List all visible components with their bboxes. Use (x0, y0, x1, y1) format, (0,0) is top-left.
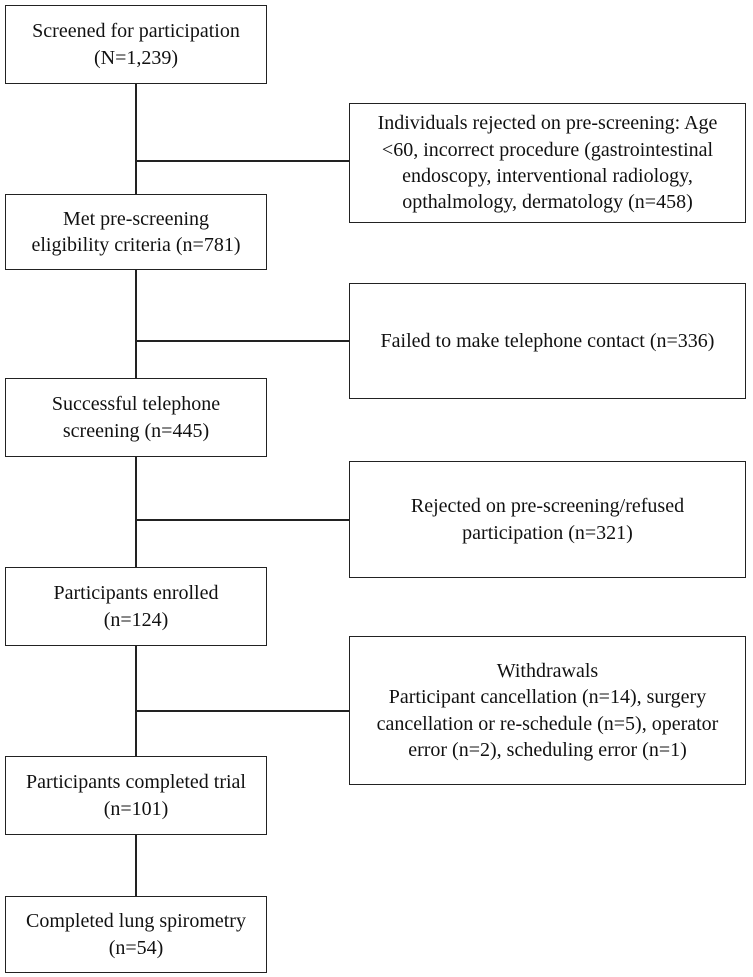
exclusion-line: Failed to make telephone contact (n=336) (380, 329, 715, 352)
connector-main-5 (135, 835, 137, 896)
flow-box-spirometry: Completed lung spirometry (n=54) (5, 896, 267, 973)
flow-box-line: (N=1,239) (93, 46, 179, 69)
connector-main-1 (135, 84, 137, 194)
flow-box-line: (n=124) (103, 608, 169, 631)
exclusion-line: participation (n=321) (462, 521, 633, 544)
exclusion-box-telephone-contact: Failed to make telephone contact (n=336) (349, 283, 746, 399)
flow-box-enrolled: Participants enrolled (n=124) (5, 567, 267, 646)
flow-box-line: screening (n=445) (62, 419, 210, 442)
connector-main-2 (135, 270, 137, 378)
flow-box-telephone-screening: Successful telephone screening (n=445) (5, 378, 267, 457)
connector-main-3 (135, 457, 137, 567)
flow-box-completed-trial: Participants completed trial (n=101) (5, 756, 267, 835)
exclusion-line: opthalmology, dermatology (n=458) (402, 191, 693, 214)
exclusion-line: Participant cancellation (n=14), surgery (388, 686, 707, 709)
flow-box-line: Completed lung spirometry (26, 910, 246, 933)
flow-box-line: Screened for participation (32, 20, 240, 43)
exclusion-line: Withdrawals (496, 659, 599, 682)
exclusion-line: endoscopy, interventional radiology, (402, 165, 693, 187)
exclusion-line: Individuals rejected on pre-screening: A… (377, 112, 718, 135)
flow-box-met-prescreening: Met pre-screening eligibility criteria (… (5, 194, 267, 270)
exclusion-box-withdrawals: Withdrawals Participant cancellation (n=… (349, 636, 746, 785)
flow-box-line: eligibility criteria (n=781) (31, 234, 241, 256)
flow-box-line: Successful telephone (51, 393, 221, 416)
flow-box-line: (n=54) (108, 936, 164, 959)
flow-box-line: (n=101) (103, 797, 169, 820)
flow-box-line: Participants completed trial (26, 771, 246, 794)
connector-main-4 (135, 646, 137, 756)
exclusion-box-prescreening-rejected: Individuals rejected on pre-screening: A… (349, 103, 746, 223)
flow-box-screened: Screened for participation (N=1,239) (5, 5, 267, 84)
exclusion-line: <60, incorrect procedure (gastrointestin… (381, 138, 714, 161)
connector-exclusion-2 (135, 340, 349, 342)
exclusion-line: Rejected on pre-screening/refused (410, 495, 685, 518)
exclusion-line: cancellation or re-schedule (n=5), opera… (376, 712, 719, 735)
flow-box-line: Participants enrolled (53, 582, 219, 605)
connector-exclusion-1 (135, 160, 349, 162)
flow-box-line: Met pre-screening (62, 207, 210, 230)
exclusion-box-refused: Rejected on pre-screening/refused partic… (349, 461, 746, 578)
exclusion-line: error (n=2), scheduling error (n=1) (408, 738, 687, 761)
connector-exclusion-4 (135, 710, 349, 712)
connector-exclusion-3 (135, 519, 349, 521)
